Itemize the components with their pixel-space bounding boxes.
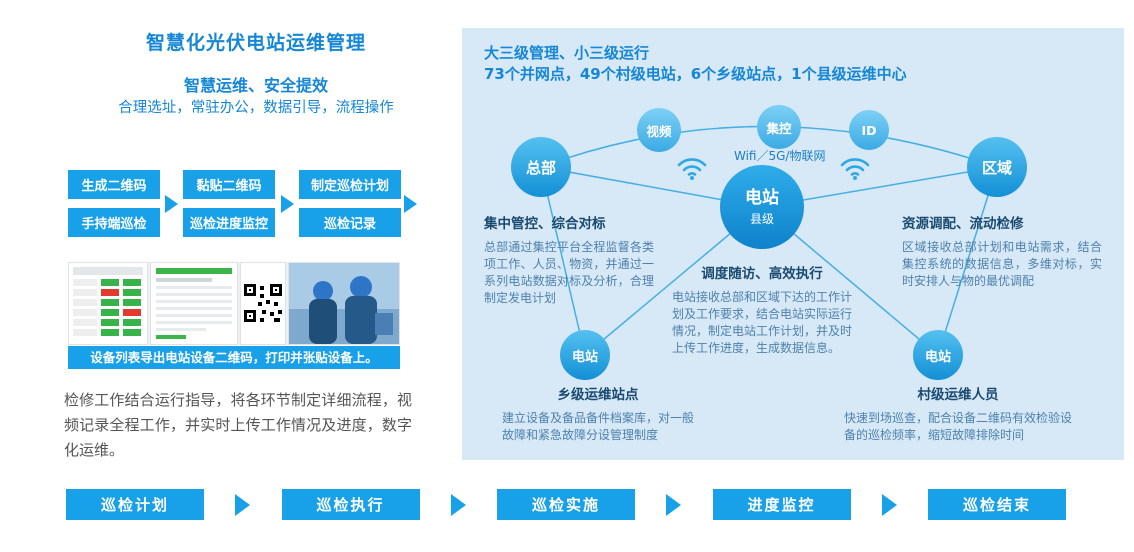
section-heading: 乡级运维站点 xyxy=(557,387,639,403)
section-heading: 资源调配、流动检修 xyxy=(902,216,1024,232)
flow-step-make-plan: 制定巡检计划 xyxy=(299,170,401,199)
section-village-staff: 村级运维人员 快速到场巡查，配合设备二维码有效检验设备的巡检频率，缩短故障排除时… xyxy=(844,383,1072,444)
node-county-station-label: 电站 xyxy=(745,187,779,208)
left-tagline: 合理选址，常驻办公，数据引导，流程操作 xyxy=(118,100,394,116)
arrow-right-icon xyxy=(404,194,417,213)
screenshot-caption: 设备列表导出电站设备二维码，打印并张贴设备上。 xyxy=(68,346,400,369)
arrow-right-icon xyxy=(280,194,294,213)
qr-workflow: 生成二维码 黏贴二维码 制定巡检计划 手持端巡检 巡检进度监控 巡检记录 xyxy=(68,170,420,237)
process-step-implement: 巡检实施 xyxy=(497,489,635,520)
section-resource-dispatch: 资源调配、流动检修 区域接收总部计划和电站需求，结合集控系统的数据信息，多维对标… xyxy=(902,212,1102,290)
panel-stats: 73个并网点，49个村级电站，6个乡级站点，1个县级运维中心 xyxy=(484,65,907,83)
section-body: 快速到场巡查，配合设备二维码有效检验设备的巡检频率，缩短故障排除时间 xyxy=(844,411,1073,442)
node-county-station: 电站 县级 xyxy=(720,165,804,249)
panel-title: 大三级管理、小三级运行 xyxy=(484,44,650,62)
process-step-monitor: 进度监控 xyxy=(712,489,851,520)
section-township-site: 乡级运维站点 建立设备及备品备件档案库，对一般故障和紧急故障分设管理制度 xyxy=(502,383,694,444)
wifi-icon xyxy=(675,153,709,181)
node-region: 区域 xyxy=(967,137,1027,197)
flow-step-paste-qr: 黏贴二维码 xyxy=(183,170,275,199)
section-body: 总部通过集控平台全程监督各类项工作、人员、物资，并通过一系列电站数据对标及分析，… xyxy=(484,240,654,305)
wifi-icon xyxy=(838,153,872,181)
qr-code-image xyxy=(240,262,286,345)
section-scheduling-execution: 调度随访、高效执行 电站接收总部和区域下达的工作计划及工作要求，结合电站实际运行… xyxy=(672,262,852,357)
section-centralized-control: 集中管控、综合对标 总部通过集控平台全程监督各类项工作、人员、物资，并通过一系列… xyxy=(484,212,654,307)
arrow-right-icon xyxy=(165,194,178,213)
network-panel: 大三级管理、小三级运行 73个并网点，49个村级电站，6个乡级站点，1个县级运维… xyxy=(462,28,1124,460)
page-title: 智慧化光伏电站运维管理 xyxy=(145,32,366,54)
section-heading: 村级运维人员 xyxy=(917,387,999,403)
node-id: ID xyxy=(849,110,889,150)
device-list-screenshot xyxy=(68,262,148,345)
section-heading: 调度随访、高效执行 xyxy=(701,266,823,282)
node-county-station-sublabel: 县级 xyxy=(749,211,774,226)
arrow-right-icon xyxy=(666,493,682,516)
wifi-network-label: Wifi／5G/物联网 xyxy=(734,149,826,163)
flow-step-record: 巡检记录 xyxy=(299,208,401,237)
screenshot-strip xyxy=(68,262,400,345)
section-heading: 集中管控、综合对标 xyxy=(484,216,606,232)
node-township-station: 电站 xyxy=(560,330,610,380)
flow-step-handheld-inspect: 手持端巡检 xyxy=(68,208,160,237)
inspection-process-flow: 巡检计划 巡检执行 巡检实施 进度监控 巡检结束 xyxy=(66,489,1066,520)
left-description: 检修工作结合运行指导，将各环节制定详细流程，视频记录全程工作，并实时上传工作情况… xyxy=(64,391,412,459)
section-body: 电站接收总部和区域下达的工作计划及工作要求，结合电站实际运行情况，制定电站工作计… xyxy=(672,290,853,355)
node-video: 视频 xyxy=(637,108,681,152)
section-body: 建立设备及备品备件档案库，对一般故障和紧急故障分设管理制度 xyxy=(502,411,695,442)
flow-step-generate-qr: 生成二维码 xyxy=(68,170,160,199)
node-central-control: 集控 xyxy=(757,105,801,149)
flow-step-progress-monitor: 巡检进度监控 xyxy=(183,208,275,237)
process-step-finish: 巡检结束 xyxy=(928,489,1066,520)
workers-photo xyxy=(288,262,400,345)
arrow-right-icon xyxy=(235,493,251,516)
node-headquarters: 总部 xyxy=(511,137,571,197)
left-subtitle: 智慧运维、安全提效 xyxy=(183,76,328,95)
process-step-execute: 巡检执行 xyxy=(281,489,420,520)
process-step-plan: 巡检计划 xyxy=(66,489,204,520)
section-body: 区域接收总部计划和电站需求，结合集控系统的数据信息，多维对标，实时安排人与物的最… xyxy=(902,240,1102,288)
arrow-right-icon xyxy=(881,493,897,516)
node-village-station: 电站 xyxy=(913,330,963,380)
inspection-table-screenshot xyxy=(150,262,238,345)
arrow-right-icon xyxy=(450,493,466,516)
